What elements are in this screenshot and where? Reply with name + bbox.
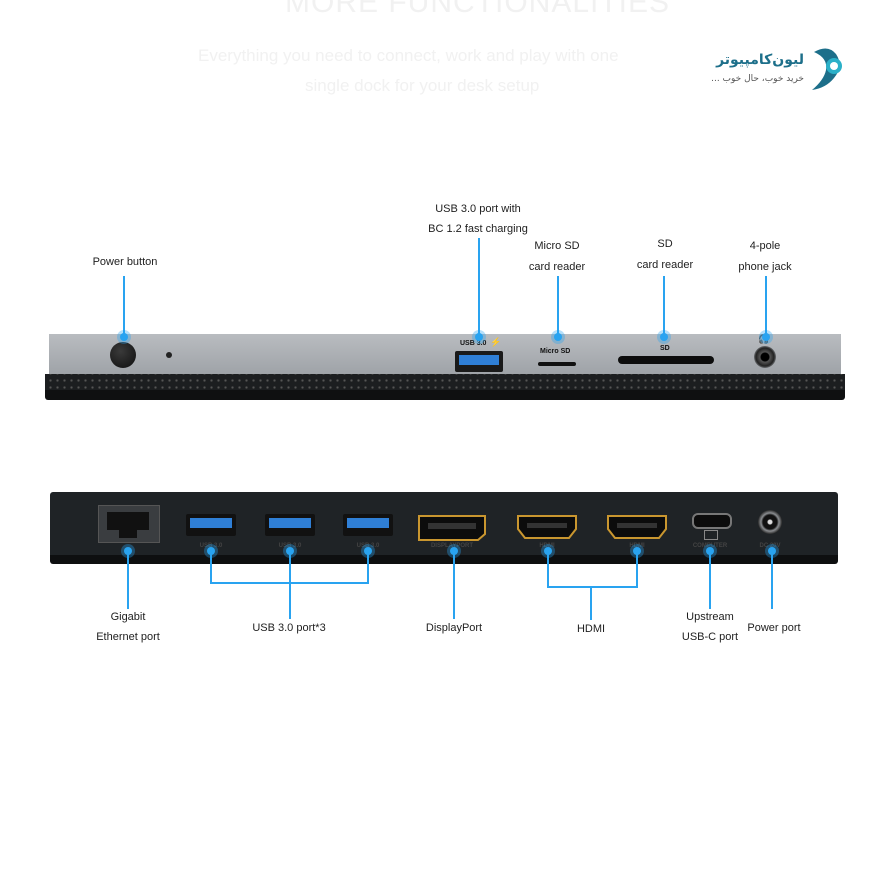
- label-usbc-line2: USB-C port: [681, 631, 739, 643]
- power-button: [110, 342, 136, 368]
- label-usbc-line1: Upstream: [686, 611, 734, 623]
- background-heading: MORE FUNCTIONALITIES: [285, 0, 671, 19]
- callout-line-usb3: [367, 553, 369, 583]
- callout-line-ethernet: [127, 553, 129, 609]
- label-sd-line1: SD: [657, 238, 673, 250]
- hdmi-port-2: [607, 515, 667, 539]
- callout-line-usb1: [210, 553, 212, 583]
- usbc-port: [692, 513, 732, 529]
- callout-dot-usb2: [286, 547, 294, 555]
- displayport-port: [418, 515, 486, 541]
- label-usb-fast-line1: USB 3.0 port with: [435, 203, 521, 215]
- sd-slot: [618, 356, 714, 364]
- displayport-text: DISPLAYPORT: [430, 543, 474, 549]
- label-microsd-line2: card reader: [528, 261, 586, 273]
- label-phone-line1: 4-pole: [749, 240, 781, 252]
- computer-icon: [704, 530, 718, 540]
- hdmi-port-1: [517, 515, 577, 539]
- front-usb-port: [455, 351, 503, 372]
- callout-line-usb2: [289, 553, 291, 619]
- callout-line-sd: [663, 276, 665, 336]
- callout-line-microsd: [557, 276, 559, 336]
- front-panel: [49, 334, 841, 374]
- label-ethernet-line1: Gigabit: [110, 611, 146, 623]
- callout-line-usbc: [709, 553, 711, 609]
- brand-logo: لیون‌کامپیوتر خرید خوب، حال خوب ...: [700, 42, 850, 102]
- callout-dot-displayport: [450, 547, 458, 555]
- callout-dot-hdmi2: [633, 547, 641, 555]
- hdmi-1-text: HDMI: [539, 543, 555, 549]
- hdmi-2-text: HDMI: [629, 543, 645, 549]
- microsd-slot: [538, 362, 576, 366]
- callout-dot-ethernet: [124, 547, 132, 555]
- front-usb-text: USB 3.0: [460, 340, 487, 347]
- callout-line-phone: [765, 276, 767, 336]
- led-indicator: [166, 352, 172, 358]
- background-subheading-2: single dock for your desk setup: [305, 76, 540, 95]
- callout-dot-sd: [660, 333, 668, 341]
- rear-usb-port-1: [186, 514, 236, 536]
- lightning-icon: ⚡: [490, 337, 502, 347]
- dc-text: DC 20V: [759, 543, 781, 549]
- callout-line-hdmi1: [547, 553, 549, 587]
- ethernet-port: [98, 505, 160, 543]
- label-ethernet-line2: Ethernet port: [96, 631, 160, 643]
- rear-usb-port-2: [265, 514, 315, 536]
- callout-dot-microsd: [554, 333, 562, 341]
- callout-dot-phone: [762, 333, 770, 341]
- background-subheading-1: Everything you need to connect, work and…: [198, 46, 619, 65]
- callout-line-hdmi: [590, 586, 592, 620]
- callout-dot-dc: [768, 547, 776, 555]
- callout-line-displayport: [453, 553, 455, 619]
- callout-line-dc: [771, 553, 773, 609]
- logo-title: لیون‌کامپیوتر: [716, 52, 804, 68]
- callout-dot-hdmi1: [544, 547, 552, 555]
- callout-line-hdmi2: [636, 553, 638, 587]
- rear-usb-2-text: USB 3.0: [278, 543, 302, 549]
- callout-dot-usbc: [706, 547, 714, 555]
- label-power-button: Power button: [92, 256, 158, 268]
- rear-usb-3-text: USB 3.0: [356, 543, 380, 549]
- label-power-port: Power port: [747, 622, 801, 634]
- rear-base: [50, 555, 838, 564]
- front-grille: [45, 374, 845, 390]
- rear-usb-port-3: [343, 514, 393, 536]
- logo-subtitle: خرید خوب، حال خوب ...: [711, 74, 804, 84]
- label-hdmi: HDMI: [576, 623, 606, 635]
- callout-dot-usb: [475, 333, 483, 341]
- callout-bracket-hdmi: [547, 586, 638, 588]
- callout-line-usb: [478, 238, 480, 336]
- callout-dot-power: [120, 333, 128, 341]
- logo-mark-icon: [812, 48, 842, 90]
- label-displayport: DisplayPort: [425, 622, 483, 634]
- label-usb-ports: USB 3.0 port*3: [252, 622, 326, 634]
- front-microsd-text: Micro SD: [540, 348, 571, 355]
- phone-jack: [754, 346, 776, 368]
- computer-text: COMPUTER: [692, 543, 728, 549]
- callout-dot-usb3: [364, 547, 372, 555]
- callout-line-power: [123, 276, 125, 336]
- dc-power-port: [758, 510, 782, 534]
- label-sd-line2: card reader: [636, 259, 694, 271]
- rear-usb-1-text: USB 3.0: [199, 543, 223, 549]
- front-sd-text: SD: [660, 345, 670, 352]
- callout-dot-usb1: [207, 547, 215, 555]
- callout-bracket-usb: [210, 582, 369, 584]
- front-base: [45, 390, 845, 400]
- label-microsd-line1: Micro SD: [534, 240, 580, 252]
- label-usb-fast-line2: BC 1.2 fast charging: [428, 223, 528, 235]
- label-phone-line2: phone jack: [738, 261, 792, 273]
